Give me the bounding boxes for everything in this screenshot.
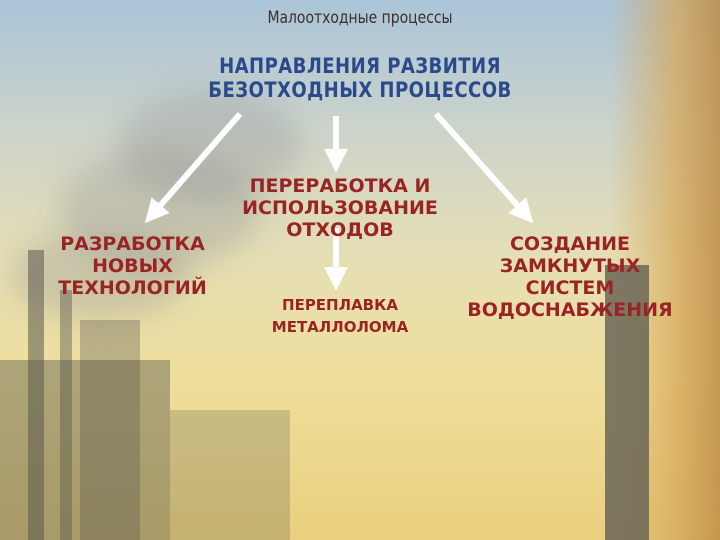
node-label-line: СИСТЕМ ВОДОСНАБЖЕНИЯ — [467, 277, 673, 321]
node-waste-processing: ПЕРЕРАБОТКА И ИСПОЛЬЗОВАНИЕ ОТХОДОВ — [200, 175, 480, 241]
node-label-line: РАЗРАБОТКА НОВЫХ — [60, 233, 205, 277]
factory-building — [170, 410, 290, 540]
node-label-line: ПЕРЕРАБОТКА И — [249, 175, 431, 197]
factory-building — [0, 360, 170, 540]
node-closed-water-systems: СОЗДАНИЕ ЗАМКНУТЫХ СИСТЕМ ВОДОСНАБЖЕНИЯ — [440, 233, 700, 321]
node-scrap-remelting: ПЕРЕПЛАВКА МЕТАЛЛОЛОМА — [271, 296, 409, 336]
diagram-heading: НАПРАВЛЕНИЯ РАЗВИТИЯ БЕЗОТХОДНЫХ ПРОЦЕСС… — [50, 54, 669, 102]
chimney — [60, 290, 72, 540]
factory-building — [80, 320, 140, 540]
arrow-left — [144, 112, 243, 224]
chimney — [28, 250, 44, 540]
heading-line: НАПРАВЛЕНИЯ РАЗВИТИЯ — [219, 54, 501, 78]
heading-line: БЕЗОТХОДНЫХ ПРОЦЕССОВ — [208, 78, 512, 102]
arrow-right — [433, 112, 534, 224]
node-label-line: СОЗДАНИЕ ЗАМКНУТЫХ — [499, 233, 641, 277]
chimney — [605, 265, 649, 540]
slide-subtitle: Малоотходные процессы — [267, 8, 453, 28]
node-label-line: ТЕХНОЛОГИЙ — [58, 277, 207, 299]
node-label-line: ИСПОЛЬЗОВАНИЕ ОТХОДОВ — [242, 197, 438, 241]
node-new-technologies: РАЗРАБОТКА НОВЫХ ТЕХНОЛОГИЙ — [25, 233, 240, 299]
